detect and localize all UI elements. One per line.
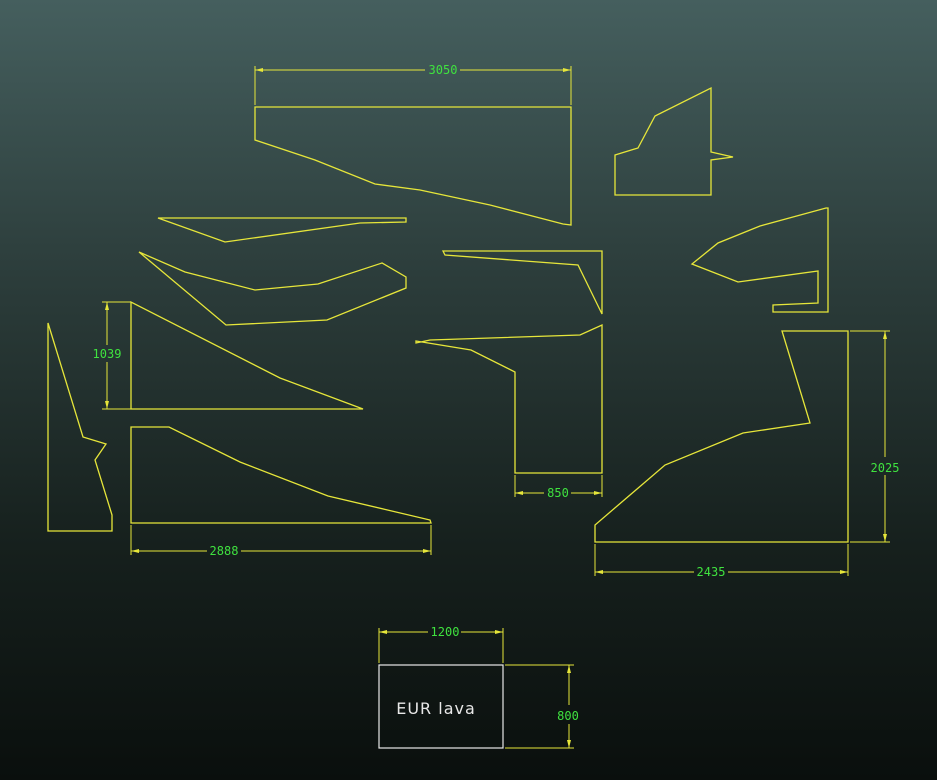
part-left-tall[interactable] bbox=[47, 322, 113, 532]
part-right-bracket[interactable] bbox=[690, 207, 829, 313]
eur-pallet-label: EUR lava bbox=[396, 699, 476, 718]
part-right-large[interactable] bbox=[594, 330, 849, 543]
dim-right-part-height-text: 2025 bbox=[871, 461, 900, 475]
dim-pallet-width: 1200 bbox=[378, 625, 504, 663]
dim-pallet-height: 800 bbox=[505, 664, 579, 749]
dim-center-part-width: 850 bbox=[514, 475, 603, 500]
dim-left-triangle-height-text: 1039 bbox=[93, 347, 122, 361]
dim-bottom-left-width: 2888 bbox=[130, 525, 432, 558]
part-center-wedge[interactable] bbox=[441, 250, 603, 315]
dim-bottom-left-width-text: 2888 bbox=[210, 544, 239, 558]
dim-left-triangle-height: 1039 bbox=[93, 301, 131, 410]
part-top-right-small[interactable] bbox=[614, 86, 734, 196]
part-left-triangle[interactable] bbox=[130, 300, 364, 410]
dim-right-part-width: 2435 bbox=[594, 544, 849, 579]
dim-center-part-width-text: 850 bbox=[547, 486, 569, 500]
part-thin-sliver[interactable] bbox=[157, 217, 407, 243]
eur-pallet: EUR lava bbox=[378, 664, 504, 749]
dim-top-width: 3050 bbox=[254, 63, 572, 105]
dim-pallet-height-text: 800 bbox=[557, 709, 579, 723]
dim-right-part-height: 2025 bbox=[850, 330, 900, 543]
part-center-l[interactable] bbox=[415, 323, 603, 474]
part-boomerang[interactable] bbox=[138, 251, 407, 326]
part-bottom-left[interactable] bbox=[130, 426, 432, 524]
parts bbox=[47, 86, 849, 543]
part-top-wide[interactable] bbox=[254, 106, 572, 226]
eur-pallet-outline[interactable] bbox=[378, 664, 504, 749]
dim-top-width-text: 3050 bbox=[429, 63, 458, 77]
dim-pallet-width-text: 1200 bbox=[431, 625, 460, 639]
dim-right-part-width-text: 2435 bbox=[697, 565, 726, 579]
dimensions: 3050 1039 2888 bbox=[93, 63, 900, 749]
